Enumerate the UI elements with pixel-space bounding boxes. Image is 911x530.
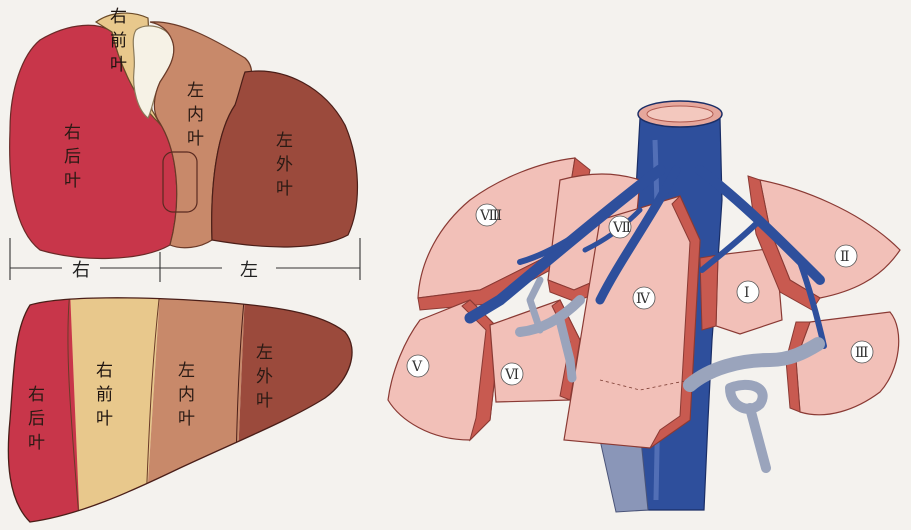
top-lm-label-3: 叶: [187, 129, 204, 149]
bottom-ll-label-3: 叶: [256, 391, 273, 411]
top-ll-label-2: 外: [276, 155, 293, 175]
bottom-ra-label-2: 前: [96, 385, 113, 405]
top-ll-label-3: 叶: [276, 179, 293, 199]
bottom-left-medial: [145, 290, 245, 530]
bottom-ll-label-1: 左: [256, 343, 273, 363]
top-rp-label-2: 后: [64, 147, 81, 167]
divider-right-label: 右: [72, 260, 90, 281]
top-rp-label-1: 右: [64, 123, 81, 143]
bottom-right-anterior: [70, 290, 160, 530]
bottom-lm-label-1: 左: [178, 361, 195, 381]
portal-descend: [750, 408, 766, 468]
segment-label-v: Ⅴ: [411, 359, 423, 375]
top-ra-label-3: 叶: [110, 55, 127, 75]
bottom-lm-label-3: 叶: [178, 409, 195, 429]
top-liver: 右 前 叶 右 后 叶 左 内 叶 左 外 叶: [10, 7, 358, 258]
bottom-rp-label-1: 右: [28, 385, 45, 405]
bottom-ra-label-3: 叶: [96, 409, 113, 429]
bottom-rp-label-3: 叶: [28, 433, 45, 453]
bottom-rp-label-2: 后: [28, 409, 45, 429]
bottom-ra-label-1: 右: [96, 361, 113, 381]
segment-label-vi: Ⅵ: [504, 367, 519, 383]
divider-left-label: 左: [240, 260, 258, 281]
segment-label-iv: Ⅳ: [636, 291, 651, 307]
top-ra-label-1: 右: [110, 7, 127, 27]
segment-label-vii: Ⅶ: [612, 220, 631, 236]
ivc-lumen: [647, 106, 713, 122]
segment-iii: [796, 312, 899, 415]
top-lm-label-1: 左: [187, 81, 204, 101]
top-rp-label-3: 叶: [64, 171, 81, 191]
segment-label-viii: Ⅷ: [479, 208, 502, 224]
top-ra-label-2: 前: [110, 31, 127, 51]
segmental-diagram: Ⅷ Ⅶ Ⅳ Ⅰ Ⅱ Ⅲ Ⅴ Ⅵ: [388, 101, 900, 512]
bottom-liver: 右 后 叶 右 前 叶 左 内 叶 左 外 叶: [0, 290, 380, 530]
segment-label-iii: Ⅲ: [855, 345, 869, 361]
bottom-lm-label-2: 内: [178, 385, 195, 405]
segment-label-ii: Ⅱ: [840, 249, 850, 265]
segment-label-i: Ⅰ: [744, 285, 750, 301]
bottom-ll-label-2: 外: [256, 367, 273, 387]
top-ll-label-1: 左: [276, 131, 293, 151]
top-lm-label-2: 内: [187, 105, 204, 125]
